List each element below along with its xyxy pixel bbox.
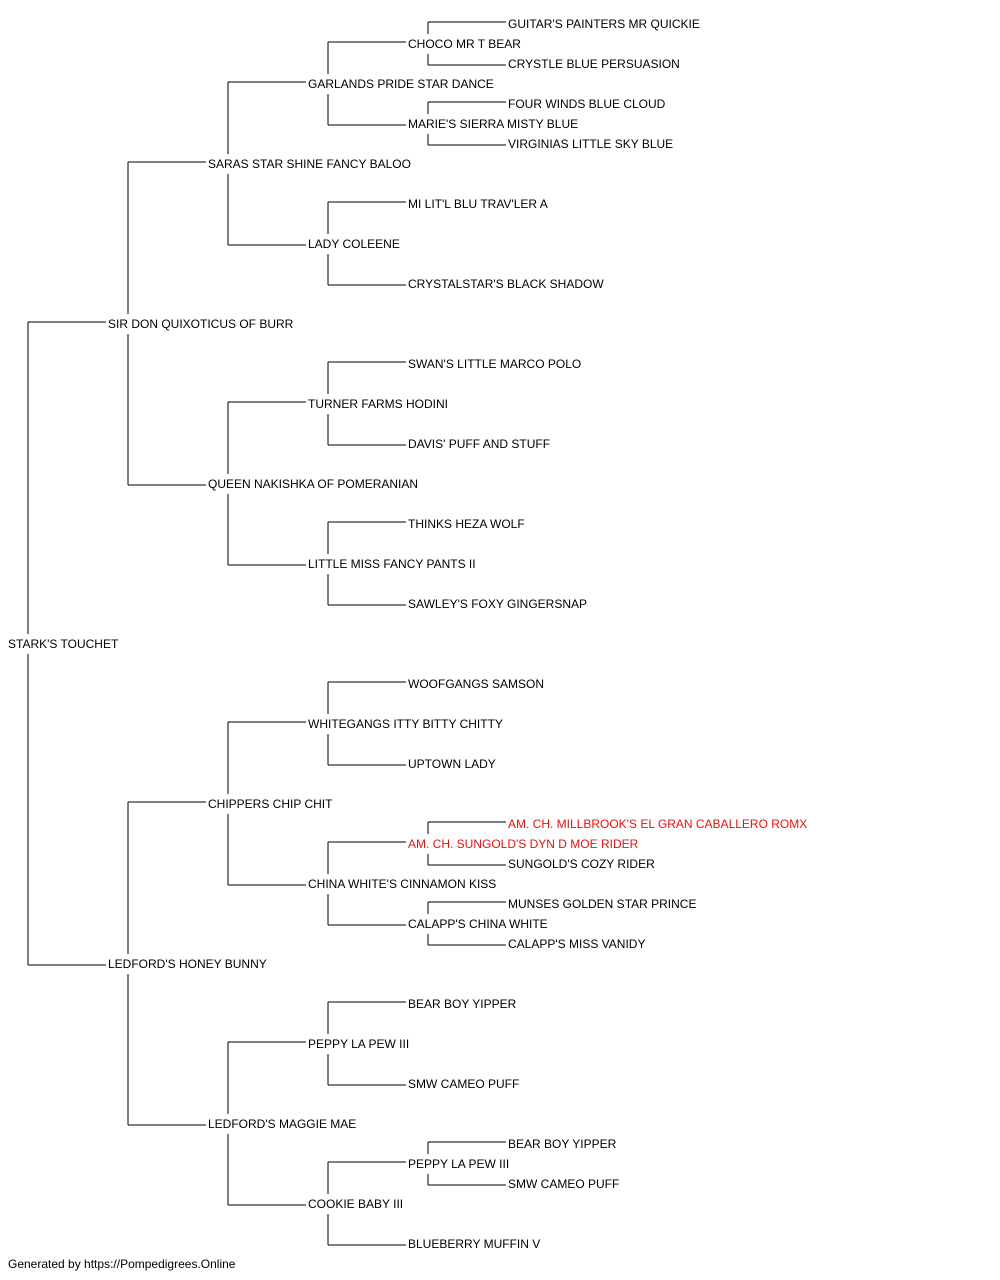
pedigree-name-sd: QUEEN NAKISHKA OF POMERANIAN (208, 477, 418, 491)
pedigree-name-sssss: GUITAR'S PAINTERS MR QUICKIE (508, 17, 700, 31)
pedigree-names: STARK'S TOUCHET SIR DON QUIXOTICUS OF BUR… (8, 17, 807, 1251)
pedigree-name-sds: TURNER FARMS HODINI (308, 397, 448, 411)
pedigree-name-dsss: WOOFGANGS SAMSON (408, 677, 544, 691)
pedigree-name-dsdd: CALAPP'S CHINA WHITE (408, 917, 548, 931)
pedigree-name-sssdd: VIRGINIAS LITTLE SKY BLUE (508, 137, 673, 151)
pedigree-name-d: LEDFORD'S HONEY BUNNY (108, 957, 267, 971)
pedigree-name-dsd: CHINA WHITE'S CINNAMON KISS (308, 877, 496, 891)
pedigree-name-sdsd: DAVIS' PUFF AND STUFF (408, 437, 550, 451)
connector-lines (27, 21, 506, 1246)
pedigree-name-dsdss: AM. CH. MILLBROOK'S EL GRAN CABALLERO RO… (508, 817, 807, 831)
pedigree-name-dss: WHITEGANGS ITTY BITTY CHITTY (308, 717, 503, 731)
pedigree-name-sddd: SAWLEY'S FOXY GINGERSNAP (408, 597, 587, 611)
pedigree-name-ds: CHIPPERS CHIP CHIT (208, 797, 333, 811)
pedigree-name-dssd: UPTOWN LADY (408, 757, 496, 771)
pedigree-name-s: SIR DON QUIXOTICUS OF BURR (108, 317, 294, 331)
pedigree-name-ddsd: SMW CAMEO PUFF (408, 1077, 519, 1091)
pedigree-name-ssssd: CRYSTLE BLUE PERSUASION (508, 57, 680, 71)
pedigree-name-root: STARK'S TOUCHET (8, 637, 119, 651)
pedigree-name-sssds: FOUR WINDS BLUE CLOUD (508, 97, 666, 111)
pedigree-name-sss: GARLANDS PRIDE STAR DANCE (308, 77, 494, 91)
pedigree-name-ssdd: CRYSTALSTAR'S BLACK SHADOW (408, 277, 604, 291)
pedigree-name-ssd: LADY COLEENE (308, 237, 400, 251)
pedigree-name-dddd: BLUEBERRY MUFFIN V (408, 1237, 540, 1251)
pedigree-name-dsddd: CALAPP'S MISS VANIDY (508, 937, 645, 951)
pedigree-name-sdss: SWAN'S LITTLE MARCO POLO (408, 357, 581, 371)
pedigree-name-dsds: AM. CH. SUNGOLD'S DYN D MOE RIDER (408, 837, 639, 851)
pedigree-name-ddss: BEAR BOY YIPPER (408, 997, 517, 1011)
pedigree-name-sdds: THINKS HEZA WOLF (408, 517, 525, 531)
pedigree-name-ddd: COOKIE BABY III (308, 1197, 403, 1211)
pedigree-name-dds: PEPPY LA PEW III (308, 1037, 409, 1051)
pedigree-name-dsdsd: SUNGOLD'S COZY RIDER (508, 857, 655, 871)
pedigree-name-dsdds: MUNSES GOLDEN STAR PRINCE (508, 897, 696, 911)
pedigree-name-sssd: MARIE'S SIERRA MISTY BLUE (408, 117, 578, 131)
pedigree-name-dddsd: SMW CAMEO PUFF (508, 1177, 619, 1191)
pedigree-name-sdd: LITTLE MISS FANCY PANTS II (308, 557, 476, 571)
generated-by-footer: Generated by https://Pompedigrees.Online (8, 1257, 236, 1271)
pedigree-name-ssss: CHOCO MR T BEAR (408, 37, 521, 51)
pedigree-name-ss: SARAS STAR SHINE FANCY BALOO (208, 157, 411, 171)
pedigree-name-ddds: PEPPY LA PEW III (408, 1157, 509, 1171)
pedigree-name-ssds: MI LIT'L BLU TRAV'LER A (408, 197, 548, 211)
pedigree-name-dd: LEDFORD'S MAGGIE MAE (208, 1117, 356, 1131)
pedigree-name-dddss: BEAR BOY YIPPER (508, 1137, 617, 1151)
